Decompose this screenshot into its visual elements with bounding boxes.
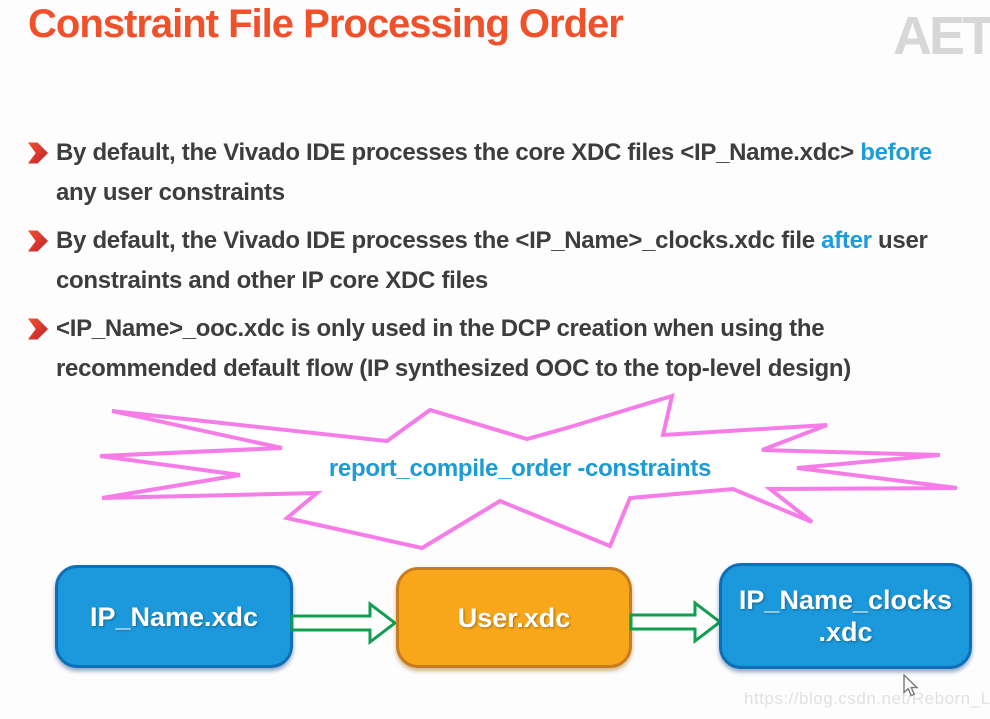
bullet-text-segment: <IP_Name>_ooc.xdc is only used in the DC… [56, 315, 851, 382]
aet-logo: AET [893, 8, 990, 68]
aet-logo-text: AET [893, 8, 990, 66]
bullet-text: By default, the Vivado IDE processes the… [56, 133, 973, 213]
flow-node-label-line2: .xdc [818, 617, 873, 647]
bullet-text-segment: user constraints and other IP core XDC f… [56, 227, 928, 294]
bullet-arrow-icon [28, 142, 49, 164]
flow-node-label: IP_Name.xdc [89, 601, 259, 632]
flow-node-ip-name-clocks-xdc: IP_Name_clocks .xdc [719, 563, 972, 669]
flow-node-ip-name-xdc: IP_Name.xdc [55, 565, 293, 668]
flow-arrow-icon [290, 600, 398, 646]
flow-node-label: User.xdc [457, 602, 571, 633]
bullet-list: By default, the Vivado IDE processes the… [28, 133, 973, 397]
bullet-text: <IP_Name>_ooc.xdc is only used in the DC… [56, 309, 973, 389]
flow-arrow-icon [629, 599, 723, 645]
bullet-text-segment: By default, the Vivado IDE processes the… [56, 227, 822, 254]
bullet-text-segment: any user constraints [56, 179, 285, 206]
starburst-label: report_compile_order -constraints [328, 455, 712, 482]
starburst-shape [99, 393, 958, 551]
bullet-text-highlight: after [821, 227, 872, 254]
watermark-text: https://blog.csdn.net/Reborn_Lee [744, 689, 990, 708]
bullet-text: By default, the Vivado IDE processes the… [56, 221, 973, 301]
page-title: Constraint File Processing Order [28, 2, 624, 46]
bullet-arrow-icon [28, 230, 49, 252]
flow-node-label-line1: IP_Name_clocks [738, 585, 953, 615]
bullet-text-segment: By default, the Vivado IDE processes the… [56, 139, 861, 166]
bullet-text-highlight: before [860, 139, 932, 166]
bullet-item-2: By default, the Vivado IDE processes the… [28, 221, 973, 301]
mouse-cursor-icon [903, 674, 919, 697]
bullet-arrow-icon [28, 318, 49, 340]
bullet-item-1: By default, the Vivado IDE processes the… [28, 133, 973, 213]
flow-node-user-xdc: User.xdc [396, 567, 632, 668]
bullet-item-3: <IP_Name>_ooc.xdc is only used in the DC… [28, 309, 973, 389]
